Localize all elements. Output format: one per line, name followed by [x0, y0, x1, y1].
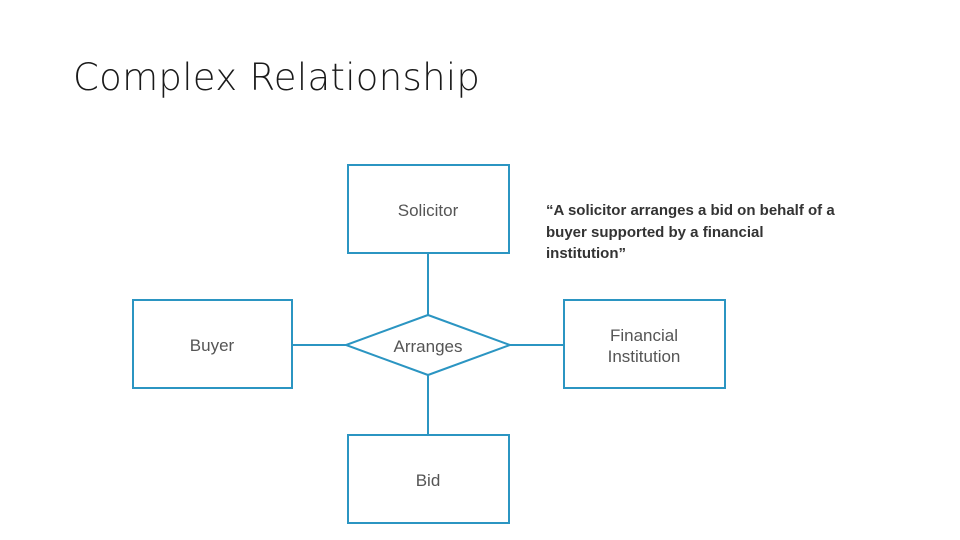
entity-financial-label-line1: Financial [610, 326, 678, 345]
entity-bid [347, 434, 510, 524]
entity-bid-label: Bid [416, 471, 441, 490]
relationship-quote: “A solicitor arranges a bid on behalf of… [546, 202, 835, 262]
entity-financial-institution [563, 299, 726, 389]
entity-buyer [132, 299, 293, 389]
entity-solicitor-label: Solicitor [398, 201, 459, 220]
relationship-arranges-label: Arranges [394, 337, 463, 356]
entity-solicitor [347, 164, 510, 254]
entity-buyer-label: Buyer [190, 336, 235, 355]
entity-financial-label-line2: Institution [608, 347, 681, 366]
relationship-arranges-diamond [343, 313, 513, 377]
slide-title: Complex Relationship [73, 56, 481, 99]
